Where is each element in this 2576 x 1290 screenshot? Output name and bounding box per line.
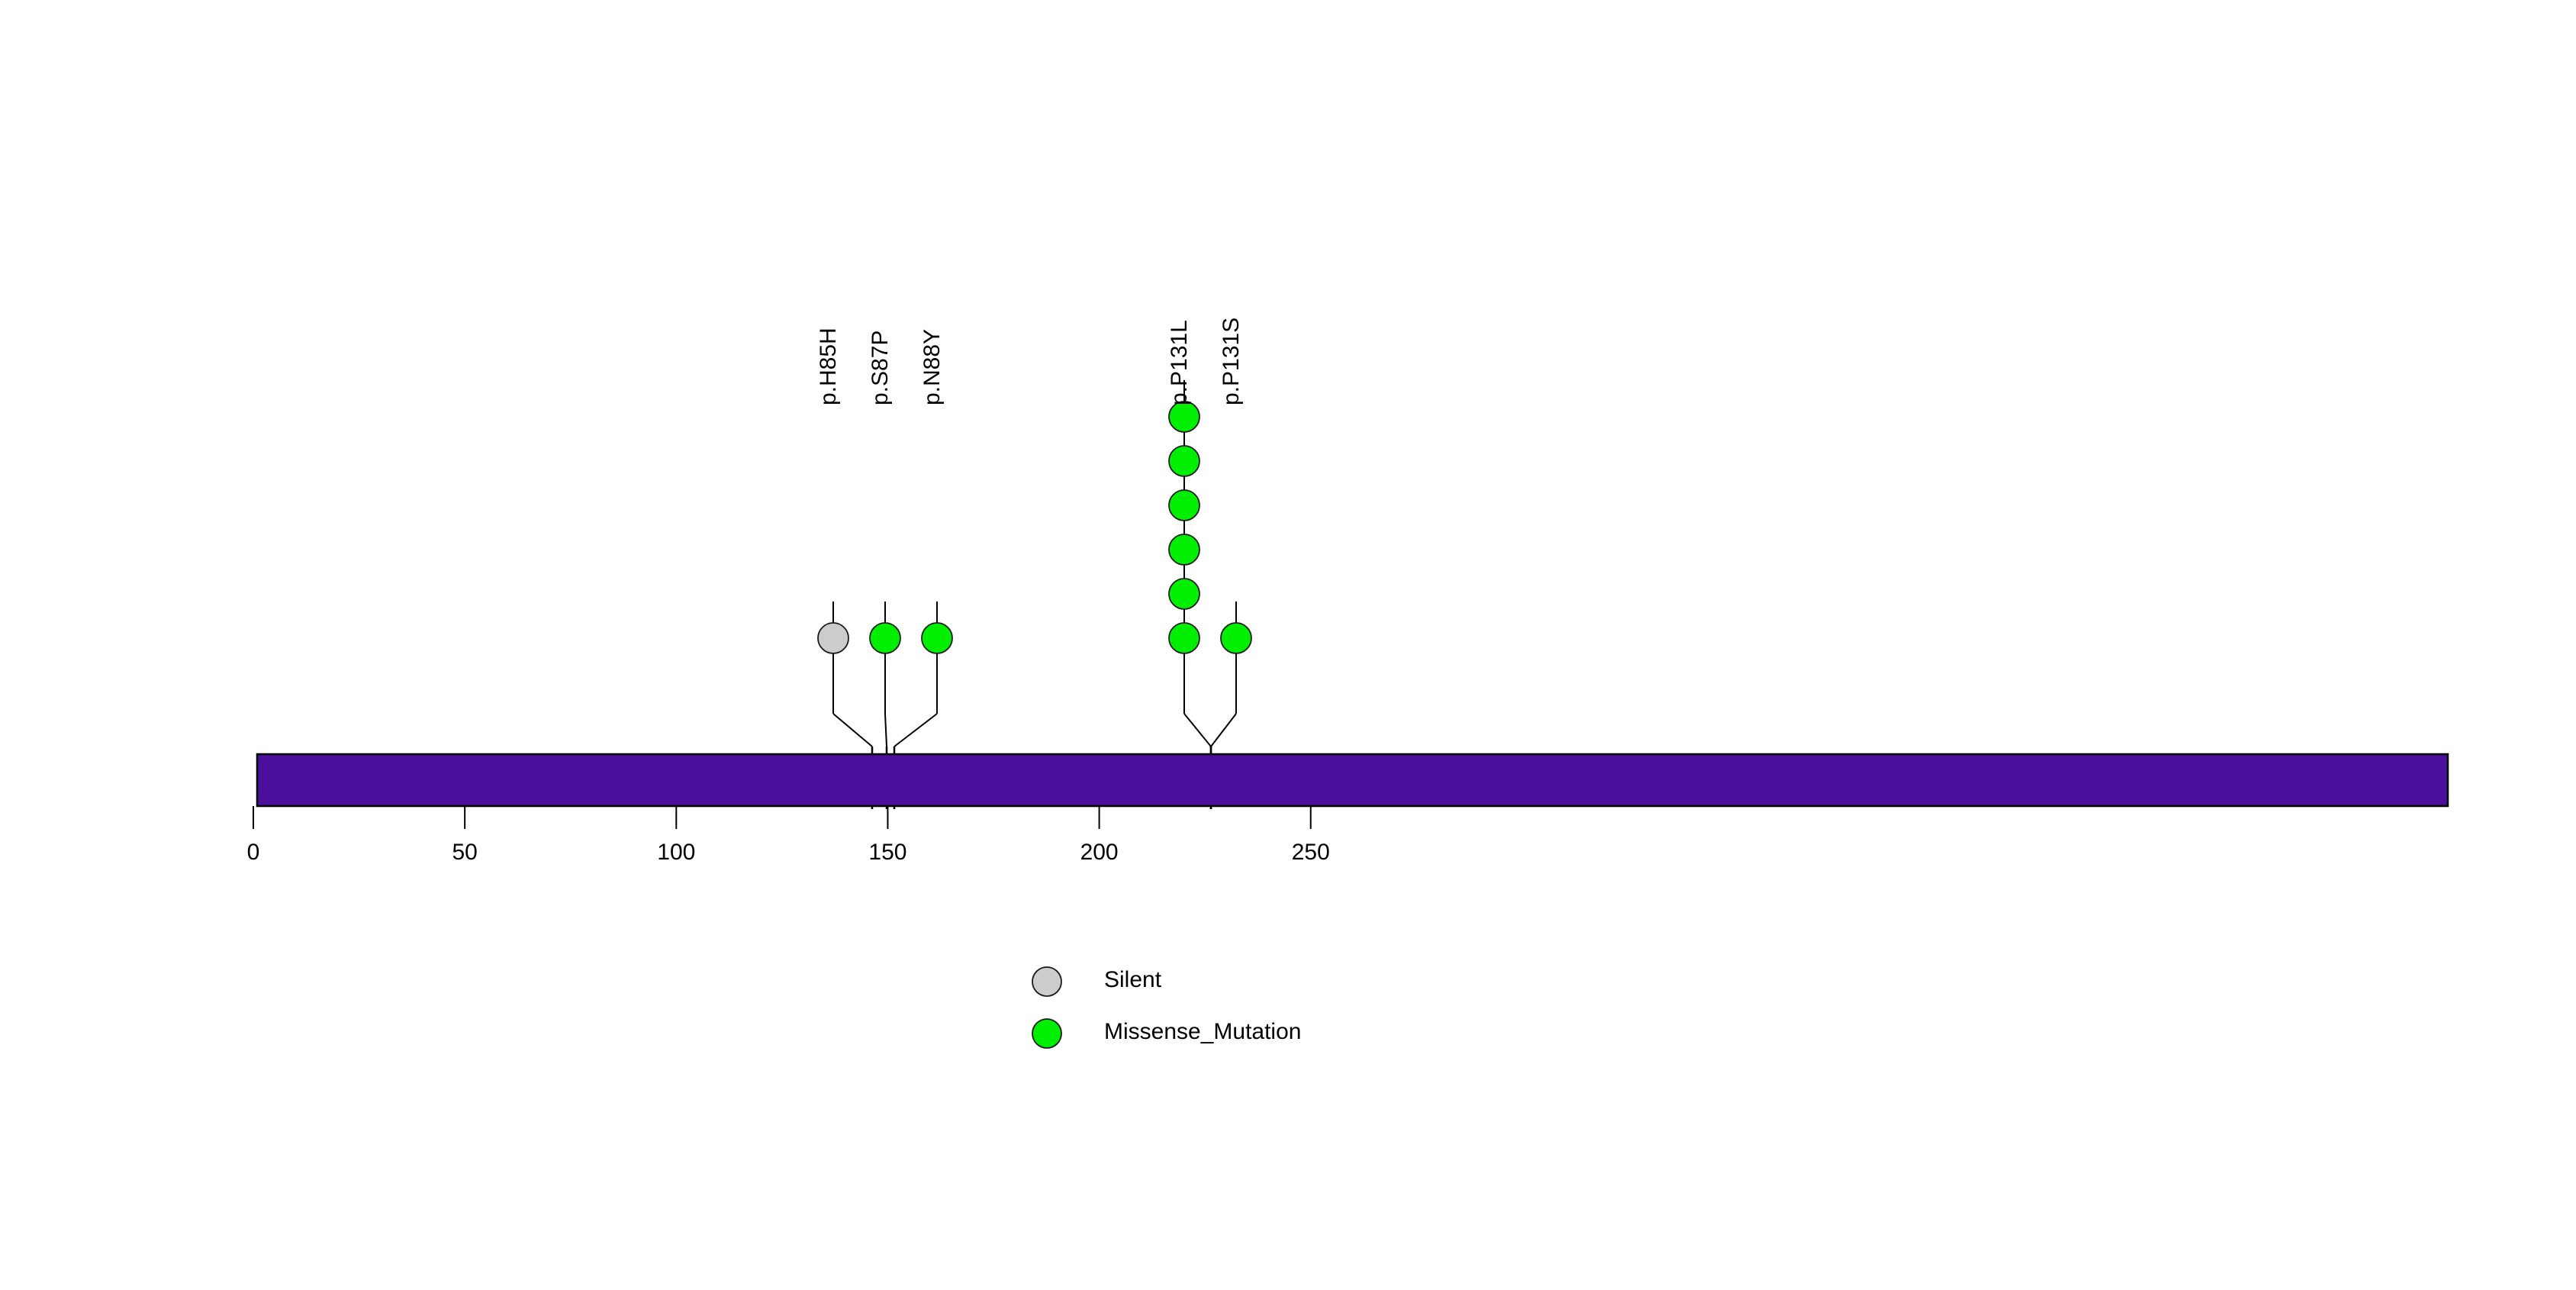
mutation-label-p-S87P: p.S87P — [868, 330, 893, 405]
legend-swatch-silent[interactable] — [1032, 966, 1062, 997]
mutation-marker-p-P131L-0[interactable] — [1168, 622, 1200, 654]
lollipop-stem-diagonal-3 — [1183, 713, 1212, 747]
mutation-label-p-H85H: p.H85H — [816, 327, 841, 405]
axis-tick-label-0: 0 — [246, 840, 260, 865]
mutation-marker-p-P131L-4[interactable] — [1168, 445, 1200, 477]
x-axis — [253, 806, 1312, 829]
mutation-label-p-P131L: p.P131L — [1167, 320, 1192, 405]
axis-tick-label-150: 150 — [868, 840, 907, 865]
mutation-marker-p-P131L-3[interactable] — [1168, 489, 1200, 521]
axis-tick-label-200: 200 — [1080, 840, 1119, 865]
mutation-label-p-P131S: p.P131S — [1219, 317, 1244, 405]
axis-tick-label-250: 250 — [1291, 840, 1330, 865]
lollipop-circles — [817, 401, 1252, 654]
legend-swatch-missense-mutation[interactable] — [1032, 1018, 1062, 1049]
axis-tick-label-100: 100 — [657, 840, 696, 865]
legend-label-missense-mutation: Missense_Mutation — [1104, 1019, 1302, 1044]
mutation-marker-p-P131L-2[interactable] — [1168, 534, 1200, 566]
lollipop-stem-diagonal-1 — [884, 713, 887, 747]
lollipop-stem-diagonal-4 — [1210, 713, 1237, 747]
mutation-label-p-N88Y: p.N88Y — [919, 328, 945, 405]
protein-backbone-bar — [256, 753, 2449, 808]
mutation-marker-p-P131L-5[interactable] — [1168, 401, 1200, 433]
lollipop-stem-diagonal-2 — [894, 713, 938, 747]
mutation-marker-p-N88Y-0[interactable] — [921, 622, 953, 654]
lollipop-stem-diagonal-0 — [832, 713, 873, 747]
legend-markers — [1032, 966, 1062, 1049]
mutation-marker-p-H85H-0[interactable] — [817, 622, 849, 654]
backbone-rect — [256, 753, 2449, 808]
mutation-marker-p-S87P-0[interactable] — [869, 622, 901, 654]
legend-label-silent: Silent — [1104, 967, 1162, 992]
axis-tick-label-50: 50 — [452, 840, 478, 865]
mutation-marker-p-P131S-0[interactable] — [1220, 622, 1252, 654]
mutation-marker-p-P131L-1[interactable] — [1168, 578, 1200, 610]
